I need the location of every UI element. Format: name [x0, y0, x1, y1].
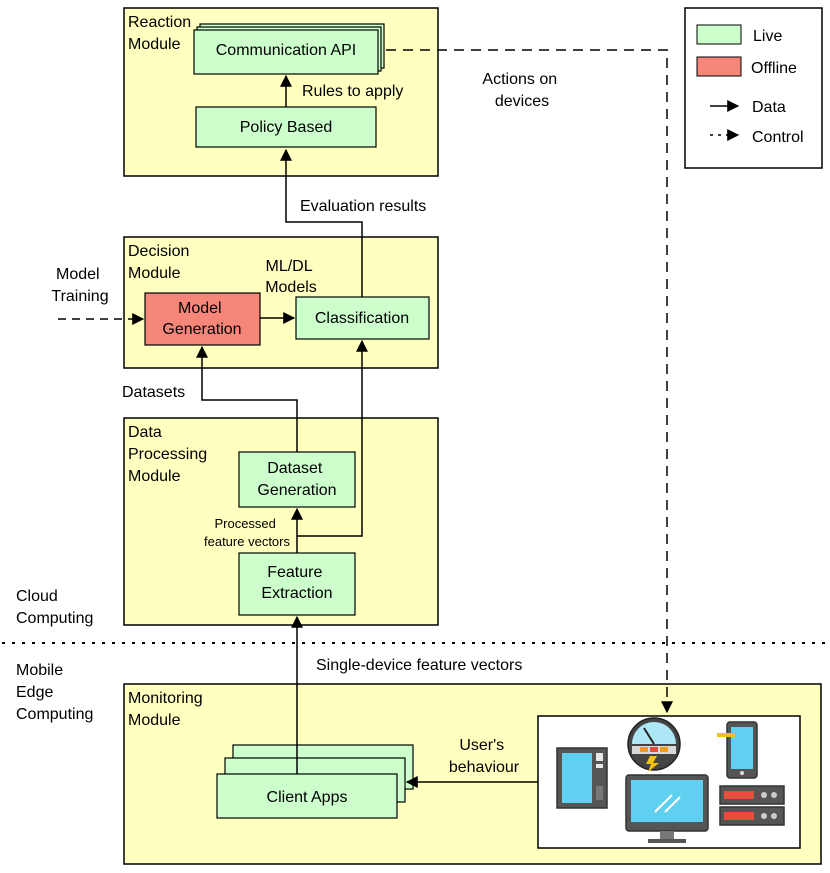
users-behaviour-label: User's behaviour: [449, 737, 520, 776]
model-training-label: Model Training: [51, 266, 108, 305]
ml-dl-models-label: ML/DL Models: [265, 258, 317, 296]
monitoring-module-label: Monitoring Module: [128, 690, 207, 729]
datasets-label: Datasets: [122, 384, 185, 401]
policy-based-box: [195, 106, 377, 148]
mobile-edge-computing-label: Mobile Edge Computing: [16, 662, 93, 723]
feature-extraction-box: [238, 552, 356, 616]
single-device-feature-vectors-label: Single-device feature vectors: [316, 657, 522, 674]
legend-live-label: Live: [753, 28, 782, 45]
dataset-generation-label: Dataset Generation: [257, 460, 336, 499]
legend-offline-label: Offline: [751, 60, 797, 77]
reaction-module-label: Reaction Module: [128, 14, 196, 53]
legend-data-label: Data: [752, 99, 786, 116]
server-rack-icon: [719, 785, 785, 826]
policy-based-label: Policy Based: [240, 119, 333, 136]
model-generation-box: [144, 292, 261, 346]
classification-label: Classification: [315, 310, 409, 327]
monitor-icon: [625, 774, 709, 843]
evaluation-results-label: Evaluation results: [300, 198, 426, 215]
cloud-computing-label: Cloud Computing: [16, 588, 93, 627]
tablet-icon: [717, 721, 758, 779]
legend-offline-swatch: [696, 56, 742, 77]
client-apps-label: Client Apps: [267, 789, 348, 806]
arrow-dataset-to-model: [196, 345, 298, 452]
desktop-tower-icon: [556, 747, 608, 809]
legend-live-swatch: [696, 24, 742, 45]
client-apps-box: [216, 773, 398, 819]
speed-gauge-icon: [627, 717, 681, 772]
feature-extraction-label: Feature Extraction: [261, 564, 332, 602]
classification-box: [295, 296, 430, 340]
data-processing-module-label: Data Processing Module: [128, 424, 212, 485]
processed-feature-vectors-label: Processed feature vectors: [204, 516, 290, 549]
arrow-feature-to-classification: [297, 339, 368, 537]
arrow-classification-to-policy: [280, 148, 363, 297]
rules-to-apply-label: Rules to apply: [302, 83, 403, 100]
actions-on-devices-label: Actions on devices: [482, 71, 561, 110]
model-generation-label: Model Generation: [162, 300, 241, 338]
communication-api-label: Communication API: [216, 42, 357, 59]
decision-module-label: Decision Module: [128, 243, 194, 282]
communication-api-box: [193, 29, 379, 75]
dataset-generation-box: [238, 451, 356, 508]
legend-control-label: Control: [752, 129, 804, 146]
arrow-api-to-devices: [386, 49, 673, 714]
